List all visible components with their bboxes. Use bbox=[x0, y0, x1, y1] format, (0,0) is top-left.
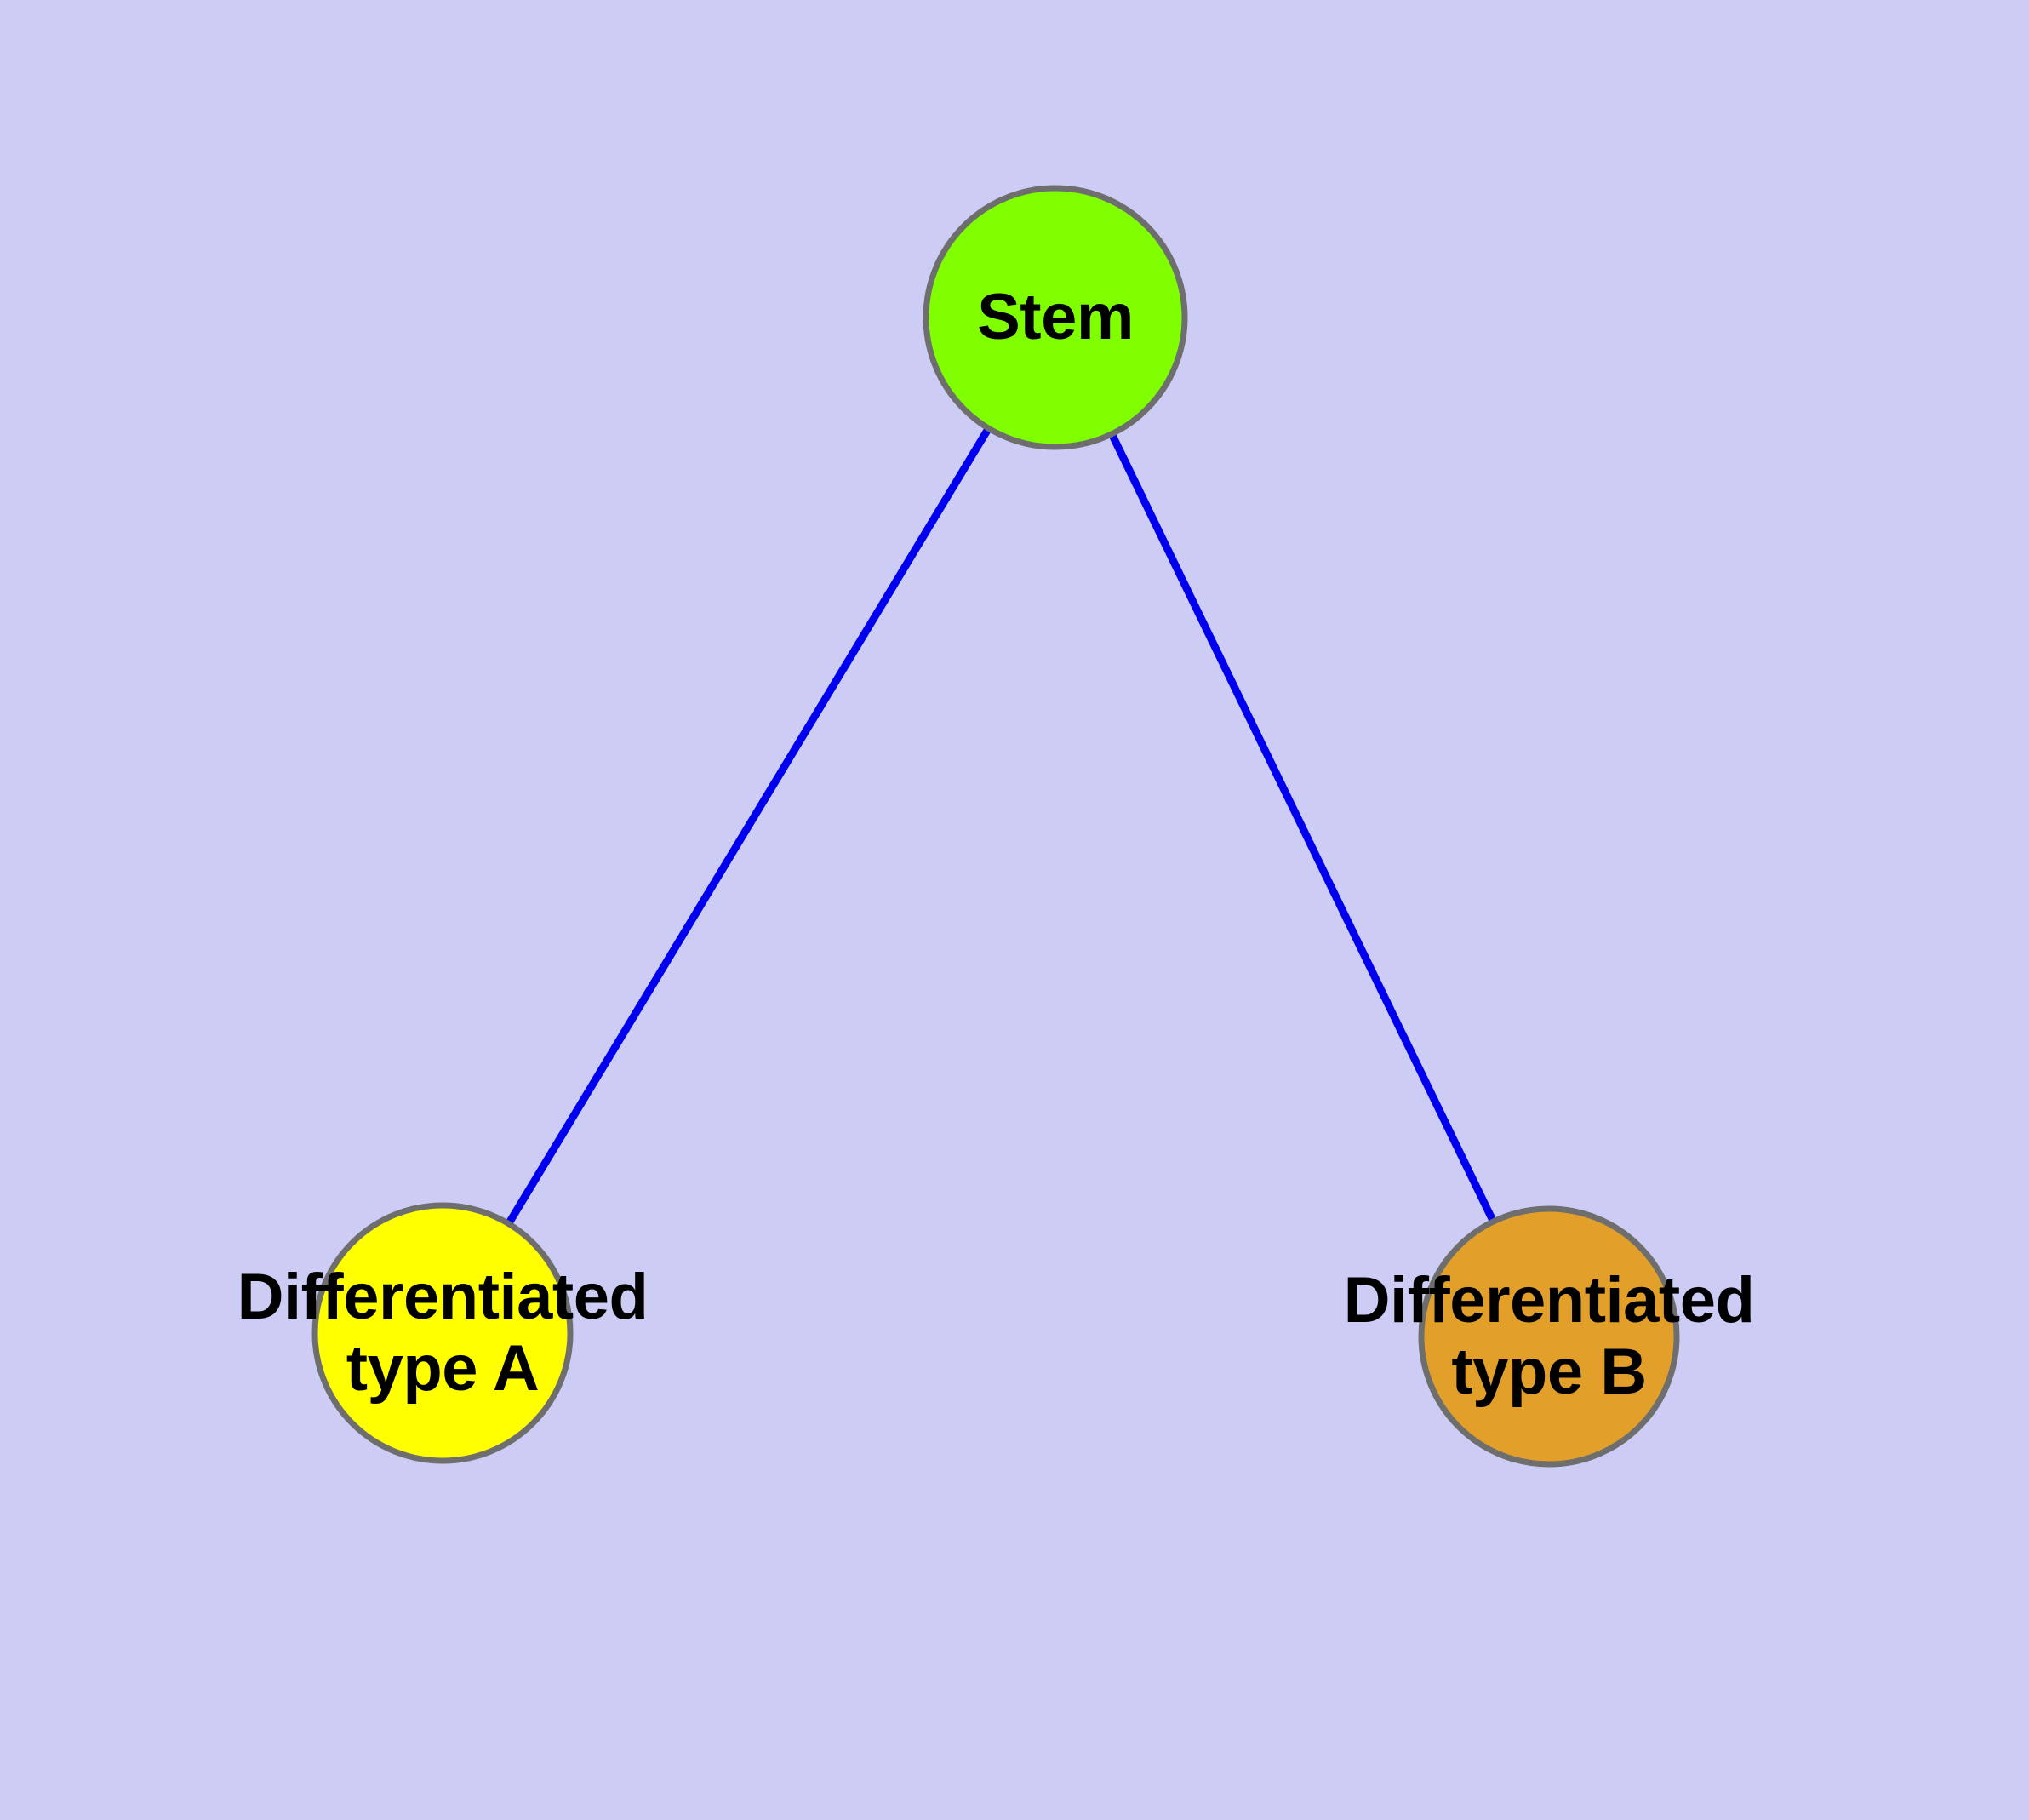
edge-layer bbox=[439, 315, 1553, 1338]
graph-edge-stem-to-b[interactable] bbox=[1051, 316, 1553, 1338]
node-layer bbox=[311, 185, 1680, 1468]
graph-node-diff_b[interactable] bbox=[1418, 1205, 1680, 1468]
graph-node-diff_a[interactable] bbox=[311, 1202, 574, 1464]
graph-node-stem[interactable] bbox=[923, 185, 1188, 450]
graph-edge-stem-to-a[interactable] bbox=[439, 315, 1059, 1336]
